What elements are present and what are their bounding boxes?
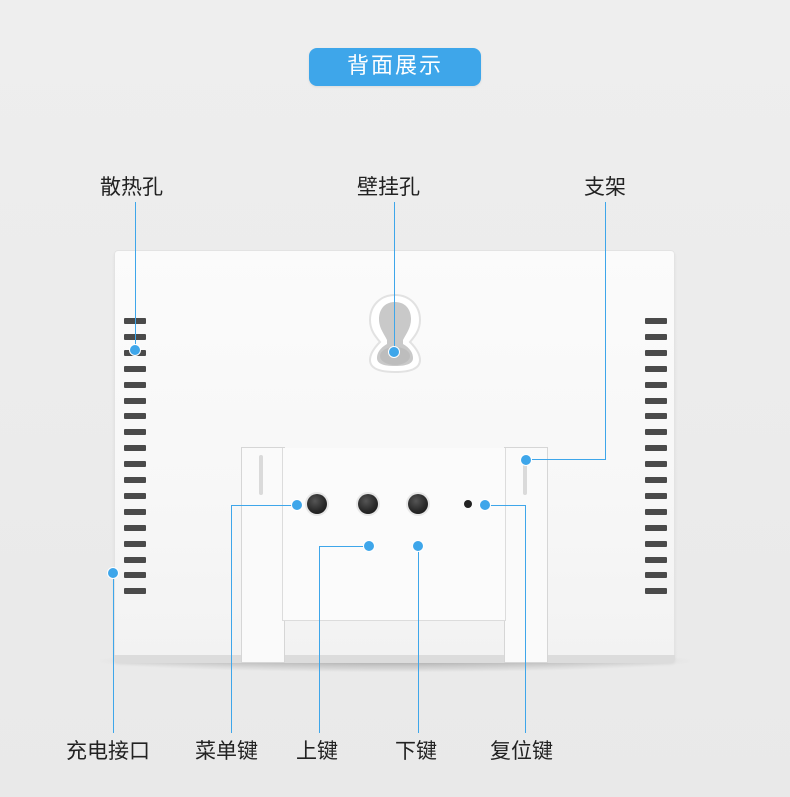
label-wall-hook: 壁挂孔 [357, 175, 420, 199]
callout-line-down-vertical [418, 546, 419, 733]
label-down-key: 下键 [395, 739, 437, 763]
vent-slot [645, 349, 667, 356]
callout-dot-menu-key [291, 499, 303, 511]
vent-slot [124, 365, 146, 372]
down-key-button[interactable] [408, 494, 428, 514]
vent-slot [645, 429, 667, 436]
device-bottom-edge [114, 655, 675, 663]
vent-slot [645, 365, 667, 372]
vent-slot [124, 429, 146, 436]
vent-slot [645, 477, 667, 483]
callout-line-reset-vertical [525, 505, 526, 733]
wall-hook-keyhole [368, 293, 422, 374]
callout-dot-down-key [412, 540, 424, 552]
vent-slot [124, 556, 146, 563]
callout-line-menu-vertical [231, 505, 232, 733]
vent-slot [645, 508, 667, 515]
callout-line-up-horizontal [319, 546, 369, 547]
label-charge-port: 充电接口 [66, 739, 150, 763]
callout-line-charge-port [113, 573, 114, 733]
vent-slot [645, 445, 667, 452]
vent-slot [124, 588, 146, 595]
vent-slot [645, 381, 667, 388]
vent-slot [124, 572, 146, 579]
callout-line-vent [135, 202, 136, 350]
vent-slot [124, 381, 146, 388]
menu-key-button[interactable] [307, 494, 327, 514]
vent-slot [124, 477, 146, 483]
stand-right-latch [523, 455, 527, 495]
callout-line-reset-horizontal [485, 505, 526, 506]
vent-slot [645, 588, 667, 595]
vent-slot [124, 540, 146, 547]
callout-line-stand-horizontal [526, 459, 606, 460]
up-key-button[interactable] [358, 494, 378, 514]
stand-left-latch [259, 455, 263, 495]
callout-line-menu-horizontal [231, 505, 297, 506]
label-stand: 支架 [584, 175, 626, 199]
callout-dot-reset-key [479, 499, 491, 511]
vent-slot [645, 556, 667, 563]
vent-slot [645, 318, 667, 324]
vent-slot [124, 397, 146, 404]
vent-slot [645, 333, 667, 340]
label-vent-holes: 散热孔 [100, 175, 163, 199]
stand-left-leg [241, 447, 285, 663]
vent-slot [645, 524, 667, 531]
callout-dot-charge-port [107, 567, 119, 579]
button-panel [282, 448, 506, 621]
vent-slot [645, 540, 667, 547]
vent-slot [124, 508, 146, 515]
callout-line-wall-hook [394, 202, 395, 352]
vent-slot [645, 461, 667, 468]
label-menu-key: 菜单键 [195, 739, 258, 763]
callout-dot-up-key [363, 540, 375, 552]
vent-slot [645, 413, 667, 420]
vent-slot [124, 445, 146, 452]
callout-dot-vent [129, 344, 141, 356]
callout-dot-stand [520, 454, 532, 466]
reset-key-hole[interactable] [464, 500, 472, 508]
vent-slot [124, 413, 146, 420]
callout-line-up-vertical [319, 546, 320, 733]
vent-slot [124, 524, 146, 531]
callout-dot-wall-hook [388, 346, 400, 358]
label-reset-key: 复位键 [490, 739, 553, 763]
vent-slot [124, 492, 146, 499]
vent-slot [645, 492, 667, 499]
page-title: 背面展示 [309, 48, 481, 86]
vent-slot [645, 572, 667, 579]
callout-line-stand-vertical [605, 202, 606, 460]
label-up-key: 上键 [296, 739, 338, 763]
vent-slot [645, 397, 667, 404]
vent-slot [124, 461, 146, 468]
